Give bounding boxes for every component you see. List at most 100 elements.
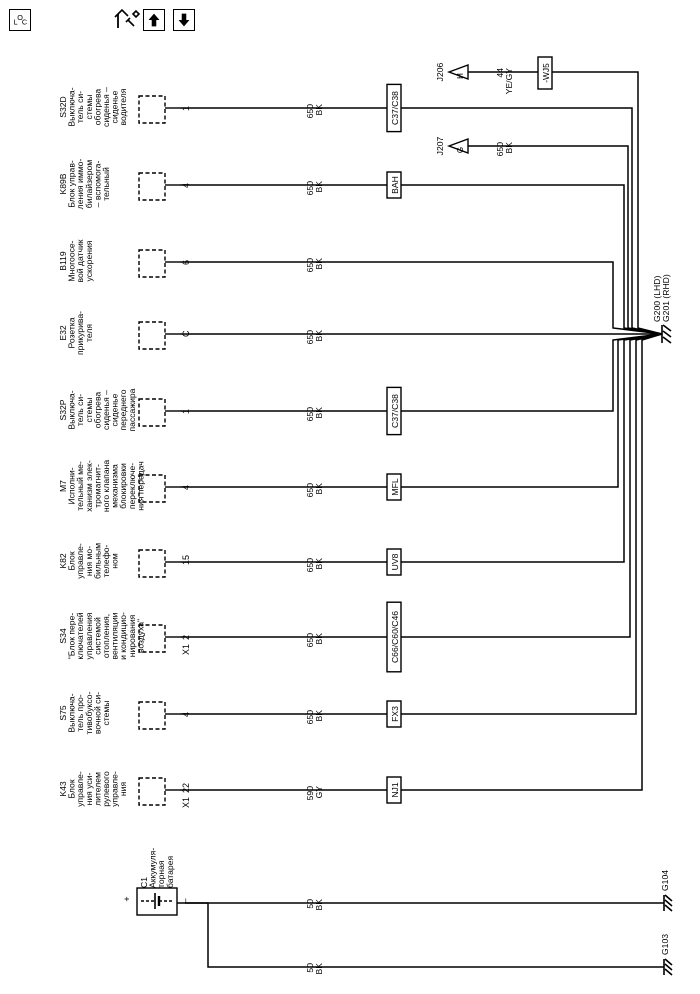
- ground-label: G103: [660, 934, 670, 955]
- connector-box: [386, 601, 402, 673]
- wire-gauge: 650: [305, 483, 315, 498]
- wire: [185, 902, 664, 968]
- component-label: управления: [84, 612, 94, 659]
- inline-connector: [386, 601, 402, 673]
- connector-label: C37/C38: [390, 394, 400, 428]
- ground-hatch: [664, 894, 673, 902]
- component-label: тромагнит-: [92, 464, 102, 508]
- wire-color: BK: [314, 330, 324, 342]
- splice-j206: [446, 56, 663, 335]
- component-label: стемы: [84, 94, 94, 119]
- component-label: водителя: [118, 88, 128, 125]
- wire-gauge: 650: [305, 258, 315, 273]
- wire-color: BK: [314, 483, 324, 495]
- component-label: билайзером: [84, 160, 94, 208]
- wire-color: BK: [314, 633, 324, 645]
- wire-gauge: 650: [305, 633, 315, 648]
- inline-connector: [386, 700, 402, 728]
- wire: [552, 71, 663, 335]
- connector-label: C37/C38: [390, 91, 400, 125]
- connector-box: [386, 473, 402, 501]
- battery-label: батарея: [165, 856, 175, 888]
- wire-gauge: 650: [305, 330, 315, 345]
- battery-plus: +: [122, 896, 132, 901]
- arrow-up-button[interactable]: [143, 9, 165, 31]
- component-id: S32D: [58, 96, 68, 118]
- component-label: Исполни-: [67, 467, 77, 504]
- connector-label: BAH: [390, 176, 400, 194]
- ground-hatch: [664, 958, 673, 966]
- component-label: пассажира: [127, 388, 137, 431]
- component-b119: [138, 249, 663, 335]
- component-id: S75: [58, 705, 68, 721]
- component-box: [138, 172, 166, 201]
- inline-connector: [386, 386, 402, 436]
- location-button[interactable]: L O C: [9, 9, 31, 31]
- splice-id: J206: [435, 62, 445, 81]
- component-label: тель си-: [75, 91, 85, 123]
- component-label: – вспомога-: [92, 161, 102, 208]
- ground-hatch: [664, 899, 673, 907]
- component-s75: [138, 333, 663, 730]
- wire: [180, 333, 663, 563]
- inline-connector: [386, 548, 402, 576]
- component-label: обогрева: [92, 89, 102, 126]
- wire-color: BK: [504, 142, 514, 154]
- wire-color: BK: [314, 710, 324, 722]
- component-label: телефо-: [101, 544, 111, 577]
- wire-color: BK: [314, 558, 324, 570]
- component-label: Блок: [67, 551, 77, 570]
- ground-g103: [663, 958, 673, 976]
- component-label: прикурива-: [75, 311, 85, 355]
- connector-prefix: X1: [181, 797, 191, 808]
- wire-gauge: 50: [305, 899, 315, 909]
- component-box: [138, 398, 166, 427]
- component-box: [138, 95, 166, 124]
- pin-number: 22: [181, 783, 191, 793]
- connector-view-button[interactable]: [112, 8, 142, 32]
- component-label: вой датчик: [75, 239, 85, 282]
- wire-color: GY: [314, 786, 324, 799]
- pin-number: 1: [181, 409, 191, 414]
- component-label: управле-: [75, 771, 85, 807]
- ground-label: G104: [660, 870, 670, 891]
- component-label: рулевого: [101, 771, 111, 807]
- connector-box: [537, 56, 553, 90]
- component-label: вочной си-: [92, 692, 102, 734]
- arrow-down-icon: [178, 13, 190, 27]
- connector-prefix: X1: [181, 644, 191, 655]
- wire-gauge: 650: [305, 181, 315, 196]
- component-label: ускорения: [84, 240, 94, 281]
- wire-color: BK: [314, 181, 324, 193]
- component-s32d: [138, 83, 663, 335]
- component-label: тивобуксо-: [84, 691, 94, 734]
- arrow-down-button[interactable]: [173, 9, 195, 31]
- component-label: Блок управ-: [67, 160, 77, 208]
- ground-hatch: [662, 336, 672, 344]
- battery-id: C1: [139, 877, 149, 888]
- wire: [468, 145, 663, 335]
- component-label: отопления,: [101, 614, 111, 658]
- component-s34: [138, 333, 663, 673]
- component-label: тельный ме-: [75, 461, 85, 511]
- connector-view-icon: [114, 8, 141, 28]
- inline-connector: [386, 776, 402, 804]
- component-label: ления иммо-: [75, 159, 85, 210]
- component-label: Выключа-: [67, 693, 77, 732]
- component-label: сиденье: [110, 90, 120, 123]
- wire-color: BK: [314, 258, 324, 270]
- ground-hatch: [664, 904, 673, 912]
- wire-color: YE/GY: [504, 68, 514, 95]
- component-id: K82: [58, 553, 68, 569]
- component-label: тель про-: [75, 694, 85, 731]
- splice-id: J207: [435, 136, 445, 155]
- component-label: управле-: [75, 543, 85, 579]
- component-label: ключателей: [75, 612, 85, 659]
- component-label: ния мо-: [84, 546, 94, 576]
- component-label: управле-: [110, 771, 120, 807]
- pin-number: 4: [181, 183, 191, 188]
- component-box: [138, 249, 166, 278]
- component-label: тельный: [101, 167, 111, 201]
- component-box: [138, 321, 166, 350]
